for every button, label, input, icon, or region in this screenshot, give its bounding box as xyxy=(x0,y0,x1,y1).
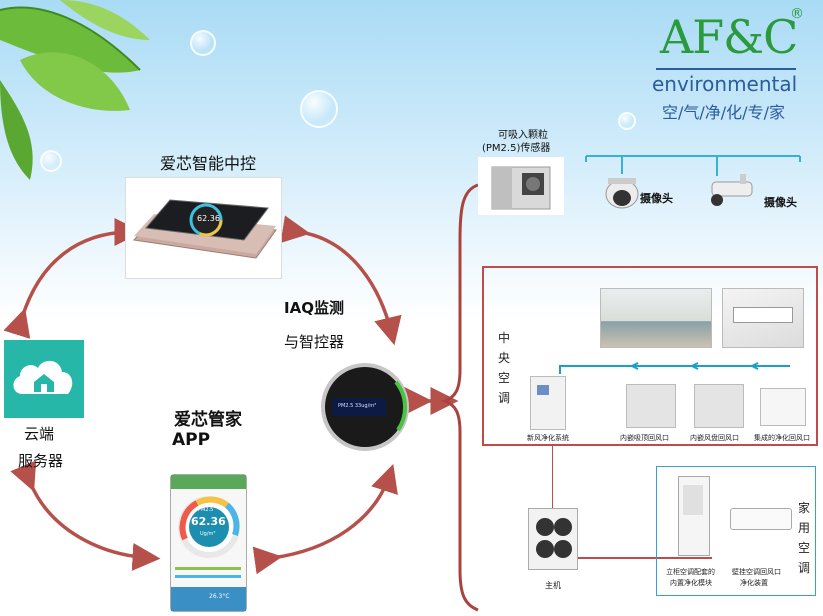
camera-network xyxy=(585,155,801,209)
ceiling-vent-photo xyxy=(722,288,804,348)
app-label-line1: 爱芯管家 xyxy=(174,410,242,430)
leaf-icon xyxy=(0,0,150,180)
outdoor-host-unit xyxy=(528,508,578,570)
brand-tagline: 空/气/净/化/专/家 xyxy=(662,103,785,122)
cloud-label-line1: 云端 xyxy=(24,425,55,443)
host-caption: 主机 xyxy=(545,581,561,590)
home-ac-label-char: 空 xyxy=(797,541,810,555)
cloud-server-icon[interactable] xyxy=(4,340,84,418)
fresh-air-unit xyxy=(530,376,566,430)
app-screen-value: 62.36 xyxy=(191,515,226,528)
controller-label: 爱芯智能中控 xyxy=(160,154,257,173)
sensor-label-line2: (PM2.5)传感器 xyxy=(482,143,551,154)
iaq-screen-text: PM2.5 33ug/m³ xyxy=(338,403,377,409)
brand-subtitle: environmental xyxy=(652,72,798,96)
app-header-bar xyxy=(171,475,246,489)
unit-panel xyxy=(537,385,549,395)
central-ac-label: 中 央 空 调 xyxy=(497,328,511,408)
app-screen-unit: Ug/m³ xyxy=(200,531,216,537)
brand-logo: AF&C xyxy=(660,10,798,64)
bubble-decoration xyxy=(40,150,62,172)
cloud-label-line2: 服务器 xyxy=(18,452,64,470)
home-ac-label: 家 用 空 调 xyxy=(797,498,811,578)
app-progress-bar xyxy=(175,575,241,578)
arrow-controller-iaq xyxy=(280,215,402,346)
central-ac-label-char: 中 xyxy=(497,331,510,345)
arrow-cloud-controller xyxy=(3,218,143,339)
iaq-label-line1: IAQ监测 xyxy=(284,299,344,317)
bubble-decoration xyxy=(190,30,216,56)
central-ac-pipe xyxy=(559,362,790,374)
app-footer xyxy=(171,587,246,611)
bullet-camera-label: 摄像头 xyxy=(764,196,797,209)
sensor-label-line1: 可吸入颗粒 xyxy=(498,130,548,141)
home-ac-label-char: 调 xyxy=(797,561,810,575)
integrated-return-vent xyxy=(760,388,806,426)
central-ac-panel xyxy=(482,266,818,446)
room-photo xyxy=(600,288,712,348)
app-screen-label: PM2.5 xyxy=(198,507,214,513)
wall-unit-caption-line1: 壁挂空调回风口 xyxy=(732,568,781,576)
fresh-air-caption: 新风净化系统 xyxy=(527,434,569,442)
bubble-decoration xyxy=(618,112,636,130)
registered-mark: ® xyxy=(790,6,804,22)
ceiling-return-caption: 内嵌吸顶回风口 xyxy=(620,434,669,442)
home-ac-panel xyxy=(656,466,816,596)
bullet-camera-icon xyxy=(711,174,753,206)
app-bottom-value: 26.3°C xyxy=(209,593,230,600)
dome-camera-label: 摄像头 xyxy=(640,192,673,205)
wall-mounted-ac xyxy=(730,508,792,530)
central-ac-label-char: 央 xyxy=(497,351,510,365)
central-ac-label-char: 调 xyxy=(497,391,510,405)
floor-standing-ac xyxy=(678,476,710,556)
bubble-decoration xyxy=(300,90,338,128)
iaq-monitor-device[interactable]: PM2.5 33ug/m³ xyxy=(318,360,413,455)
duct-return-vent xyxy=(694,384,744,428)
vent-grille xyxy=(733,307,793,323)
arrow-app-iaq xyxy=(252,464,398,575)
integrated-return-caption: 集成的净化回风口 xyxy=(754,434,810,442)
brand-divider xyxy=(656,68,796,70)
ceiling-return-vent xyxy=(626,384,676,428)
ac-grille xyxy=(683,485,703,515)
pm25-sensor-device[interactable] xyxy=(478,157,564,215)
floor-unit-caption-line2: 内置净化模块 xyxy=(670,579,712,587)
arrow-cloud-app xyxy=(10,460,161,571)
home-ac-label-char: 家 xyxy=(797,501,810,515)
duct-return-caption: 内嵌风盘回风口 xyxy=(690,434,739,442)
app-progress-bar xyxy=(175,567,241,570)
controller-device[interactable]: 62.36 xyxy=(125,177,282,279)
iaq-label-line2: 与智控器 xyxy=(284,333,345,351)
app-label-line2: APP xyxy=(172,430,211,450)
app-phone-screen[interactable]: PM2.5 62.36 Ug/m³ 26.3°C xyxy=(170,474,247,612)
central-ac-label-char: 空 xyxy=(497,371,510,385)
wall-unit-caption-line2: 净化装置 xyxy=(740,579,768,587)
network-bracket xyxy=(440,183,479,612)
controller-screen-value: 62.36 xyxy=(197,214,220,223)
dome-camera-icon xyxy=(605,178,639,209)
floor-unit-caption-line1: 立柜空调配套的 xyxy=(666,568,715,576)
home-ac-label-char: 用 xyxy=(797,521,810,535)
